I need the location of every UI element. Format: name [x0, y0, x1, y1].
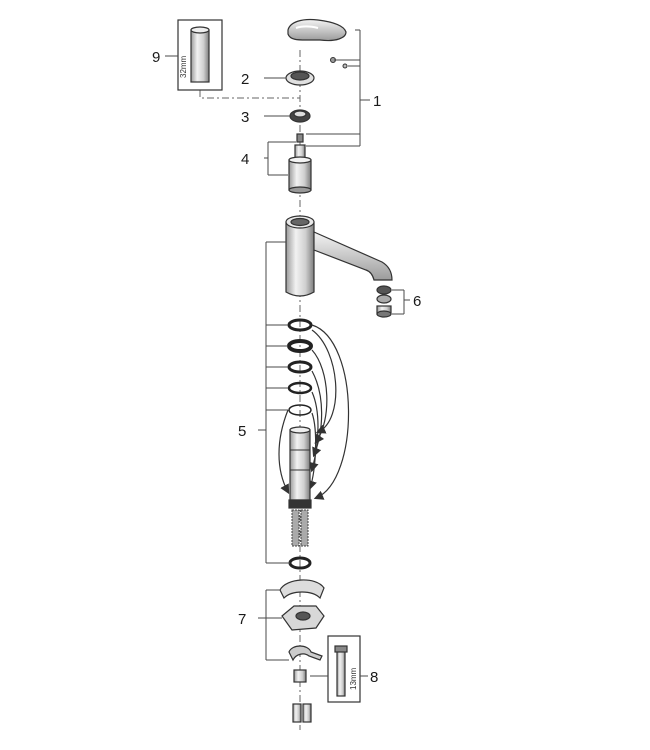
supply-hoses	[291, 509, 309, 547]
callout-8: 8	[370, 669, 378, 686]
callout-7: 7	[238, 611, 246, 628]
mounting-washer	[279, 579, 325, 600]
callout-4: 4	[241, 151, 249, 168]
callout-2: 2	[241, 71, 249, 88]
tool-9-size-label: 32mm	[179, 55, 188, 78]
mounting-plate	[281, 605, 325, 631]
aerator-set	[376, 285, 392, 318]
faucet-body-spout	[285, 215, 393, 297]
callout-3: 3	[241, 109, 249, 126]
callout-9: 9	[152, 49, 160, 66]
hose-connectors	[292, 703, 312, 723]
cap-ring	[285, 70, 315, 86]
cartridge-nut	[289, 109, 311, 123]
threaded-shank	[288, 426, 312, 509]
tool-8-size-label: 13mm	[349, 667, 358, 690]
fixing-nut	[293, 669, 307, 683]
tool-8-wrench: 13mm	[327, 635, 361, 703]
mixing-cartridge	[288, 133, 312, 194]
tool-9-socket-wrench: 32mm	[177, 19, 223, 91]
o-ring-set	[287, 318, 313, 416]
leader-lines	[165, 29, 410, 677]
callout-5: 5	[238, 423, 246, 440]
placement-arrows	[278, 324, 350, 500]
callout-1: 1	[373, 93, 381, 110]
callout-6: 6	[413, 293, 421, 310]
fixing-bracket	[288, 645, 323, 662]
tool-9-axis-link	[199, 90, 300, 99]
grub-screw	[330, 57, 348, 69]
lever-handle	[287, 18, 347, 42]
